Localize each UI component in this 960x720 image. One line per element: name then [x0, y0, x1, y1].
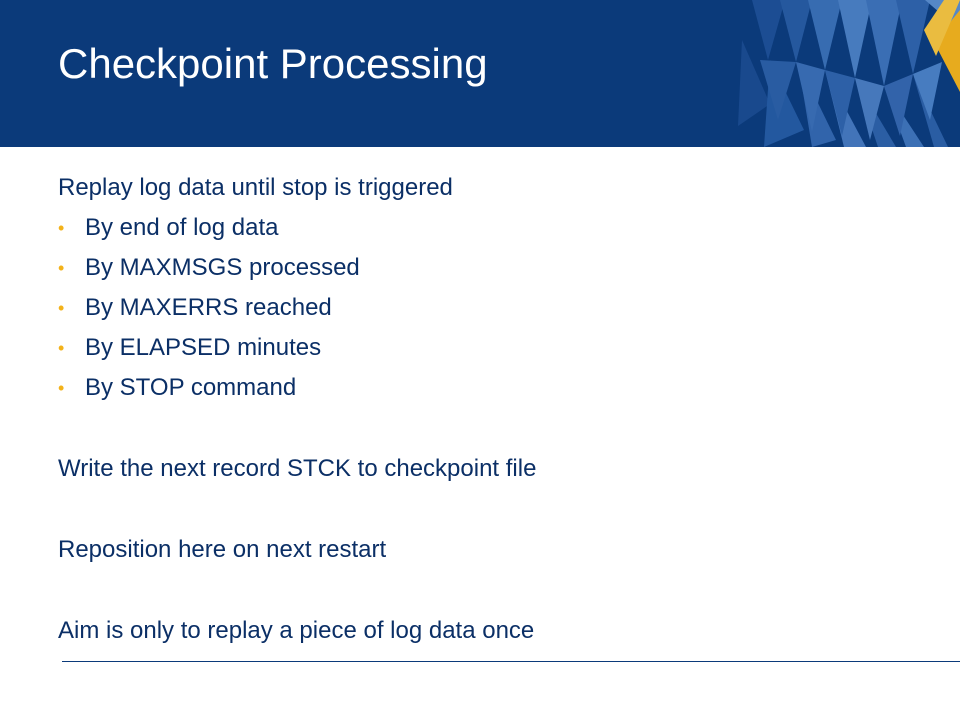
bullet-text: By STOP command: [85, 374, 297, 401]
bullet-text: By MAXERRS reached: [85, 294, 332, 321]
restart-position-text: Reposition here on next restart: [58, 536, 387, 563]
aim-text: Aim is only to replay a piece of log dat…: [58, 617, 535, 644]
bullet-dot-icon: •: [58, 258, 65, 278]
footer-divider: [62, 661, 960, 662]
slide-title: Checkpoint Processing: [58, 40, 488, 87]
intro-text: Replay log data until stop is triggered: [58, 174, 453, 201]
list-item: • By STOP command: [58, 368, 918, 408]
bullet-text: By MAXMSGS processed: [85, 254, 360, 281]
bullet-dot-icon: •: [58, 218, 65, 238]
list-item: • By MAXMSGS processed: [58, 248, 918, 288]
slide-content: Replay log data until stop is triggered …: [58, 168, 918, 651]
list-item: • By MAXERRS reached: [58, 288, 918, 328]
bullet-dot-icon: •: [58, 298, 65, 318]
bullet-text: By ELAPSED minutes: [85, 334, 322, 361]
stop-trigger-list: • By end of log data • By MAXMSGS proces…: [58, 208, 918, 408]
spacer: [58, 489, 918, 530]
header-triangle-pattern: [738, 0, 960, 147]
slide-header: Checkpoint Processing: [0, 0, 960, 147]
checkpoint-write-text: Write the next record STCK to checkpoint…: [58, 455, 537, 482]
list-item: • By ELAPSED minutes: [58, 328, 918, 368]
list-item: • By end of log data: [58, 208, 918, 248]
bullet-dot-icon: •: [58, 338, 65, 358]
bullet-text: By end of log data: [85, 214, 279, 241]
spacer: [58, 408, 918, 449]
spacer: [58, 570, 918, 611]
bullet-dot-icon: •: [58, 378, 65, 398]
